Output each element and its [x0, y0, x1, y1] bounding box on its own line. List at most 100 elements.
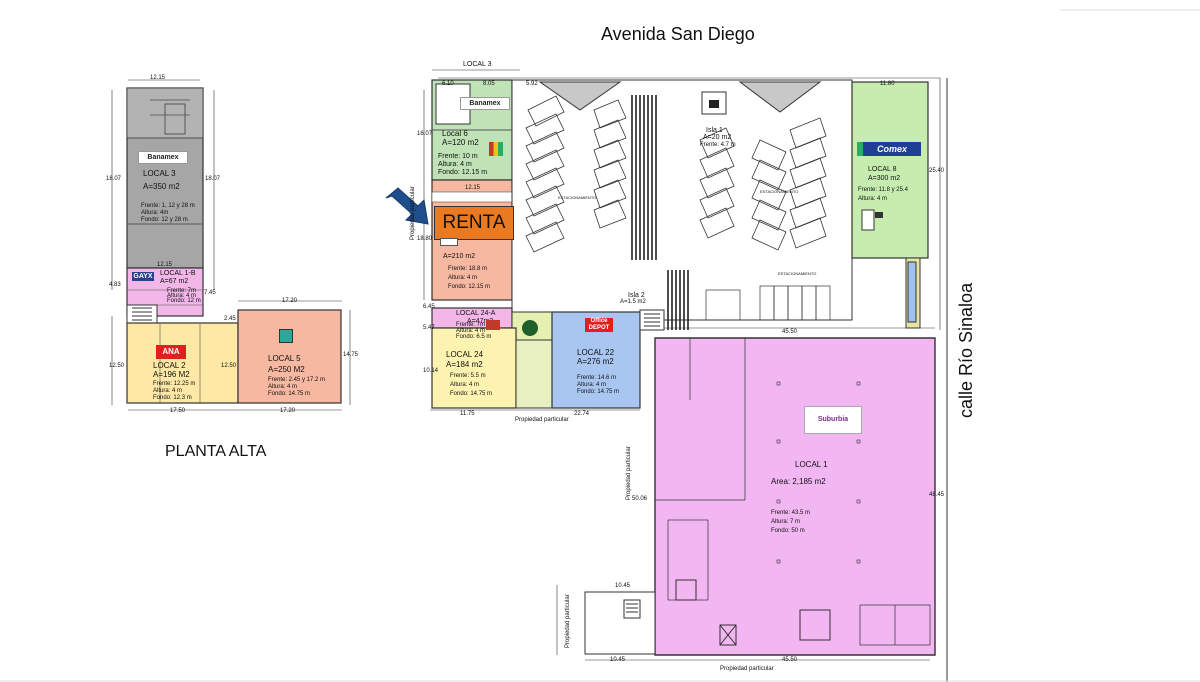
local1b-area: A=67 m2 [160, 278, 189, 285]
dim-label: 6.10 [442, 81, 454, 87]
local2-name: LOCAL 2 [153, 361, 186, 370]
dim-label: 18.07 [106, 176, 122, 182]
renta-sign-icon [440, 238, 458, 246]
local8-area: A=300 m2 [868, 175, 901, 182]
local3-area: A=350 m2 [143, 182, 180, 191]
dim-label: 4.83 [109, 282, 121, 288]
local2-frente: Frente: 12.25 m [153, 381, 196, 387]
renta-local-area: A=210 m2 [443, 253, 476, 260]
dim-label: 14.75 [343, 352, 359, 358]
local24-altura: Altura: 4 m [450, 382, 480, 388]
local1b-name: LOCAL 1-B [160, 270, 196, 277]
local1b-fondo: Fondo: 12 m [167, 298, 201, 304]
local1b-altura: Altura: 4 m [167, 293, 197, 299]
street-label-east: calle Río Sinaloa [956, 282, 976, 418]
local3-ground-label: LOCAL 3 [463, 61, 492, 68]
dim-label: 11.80 [880, 81, 895, 87]
local6-area: A=120 m2 [442, 138, 479, 147]
dim-label: 45.50 [782, 657, 798, 663]
upper-floor-title: PLANTA ALTA [165, 443, 267, 460]
local24-name: LOCAL 24 [446, 350, 484, 359]
dim-label: 10.45 [615, 583, 631, 589]
local24a-altura: Altura: 4 m [456, 328, 486, 334]
isla2-name: Isla 2 [628, 292, 645, 299]
local5-logo-icon [279, 329, 293, 343]
dim-label: 7.45 [204, 290, 216, 296]
dim-label: 50.06 [632, 496, 648, 502]
local24a-area: A=47m2 [467, 318, 494, 325]
local8-name: LOCAL 8 [868, 166, 897, 173]
dim-label: 10.45 [610, 657, 626, 663]
local24-area: A=184 m2 [446, 360, 483, 369]
local3-frente: Frente: 1, 12 y 28 m [141, 203, 195, 209]
local-logo-icon [522, 320, 538, 336]
dim-label: 2.45 [224, 316, 236, 322]
dim-label: 12.50 [109, 363, 125, 369]
dim-label: 12.15 [150, 75, 166, 81]
local24a-name: LOCAL 24-A [456, 310, 496, 317]
local1-name: LOCAL 1 [795, 460, 828, 469]
gayx-logo: GAYX [132, 272, 154, 281]
banamex-logo: Banamex [138, 151, 188, 164]
renta-local-altura: Altura: 4 m [448, 275, 478, 281]
local5-area: A=250 M2 [268, 365, 305, 374]
local24a-fondo: Fondo: 6.5 m [456, 334, 492, 340]
local22-area: A=276 m2 [577, 357, 614, 366]
dim-label: 16.07 [417, 131, 433, 137]
local5-frente: Frente: 2.45 y 17.2 m [268, 377, 326, 383]
dim-label: 5.47 [423, 325, 435, 331]
local3-name: LOCAL 3 [143, 169, 176, 178]
dim-label: 8.05 [483, 81, 495, 87]
ana-logo: ANA [156, 345, 186, 359]
local1b-frente: Frente: 7m [167, 288, 197, 294]
local1-altura: Altura: 7 m [771, 519, 801, 525]
local22-altura: Altura: 4 m [577, 382, 607, 388]
renta-local-frente: Frente: 18.8 m [448, 266, 488, 272]
local6-name: Local 6 [442, 129, 468, 138]
comex-logo: Comex [857, 142, 921, 156]
dim-label: 12.50 [221, 363, 237, 369]
street-label-north: Avenida San Diego [601, 24, 755, 44]
dim-label: 12.15 [465, 185, 481, 191]
propiedad-particular-label: Propiedad particular [565, 594, 571, 648]
propiedad-particular-label: Propiedad particular [515, 417, 569, 423]
local24a-frente: Frente: 7m [456, 322, 486, 328]
parking-label: ESTACIONAMIENTO [760, 189, 799, 194]
local22-name: LOCAL 22 [577, 348, 615, 357]
isla1-area: A=20 m2 [703, 134, 732, 141]
local5-fondo: Fondo: 14.75 m [268, 391, 311, 397]
dim-label: 5.92 [526, 81, 538, 87]
local6-altura: Altura: 4 m [438, 161, 472, 168]
local2-area: A=196 M2 [153, 370, 190, 379]
dim-label: 25.40 [929, 168, 945, 174]
office-depot-logo: Office DEPOT [585, 318, 613, 332]
local8-frente: Frente: 11.8 y 25.4 [858, 187, 908, 193]
dim-label: 11.75 [460, 411, 475, 417]
propiedad-particular-label: Propiedad particular [626, 446, 632, 500]
local5-name: LOCAL 5 [268, 354, 301, 363]
local6-fondo: Fondo: 12.15 m [438, 169, 488, 176]
local6-frente: Frente: 10 m [438, 153, 478, 160]
isla2-area: A=1.5 m2 [620, 299, 646, 305]
local2-fondo: Fondo: 12.3 m [153, 395, 192, 401]
renta-banner: RENTA [434, 206, 514, 240]
local5-altura: Altura: 4 m [268, 384, 298, 390]
dim-label: 12.15 [157, 262, 173, 268]
local8-altura: Altura: 4 m [858, 196, 888, 202]
dim-label: 48.45 [929, 492, 945, 498]
propiedad-particular-label: Propiedad particular [720, 666, 774, 672]
dim-label: 10.14 [423, 368, 439, 374]
renta-local-fondo: Fondo: 12.15 m [448, 284, 491, 290]
local24-fondo: Fondo: 14.75 m [450, 391, 493, 397]
suburbia-logo: Suburbia [804, 406, 862, 434]
dim-label: 18.07 [205, 176, 221, 182]
local3-fondo: Fondo: 12 y 28 m [141, 217, 188, 223]
local1-fondo: Fondo: 50 m [771, 528, 805, 534]
local22-fondo: Fondo: 14.75 m [577, 389, 620, 395]
dim-label: 6.45 [423, 304, 435, 310]
parking-label: ESTACIONAMIENTO [558, 195, 597, 200]
dim-label: 17.20 [282, 298, 298, 304]
local24-frente: Frente: 5.5 m [450, 373, 486, 379]
local3-altura: Altura: 4m [141, 210, 169, 216]
